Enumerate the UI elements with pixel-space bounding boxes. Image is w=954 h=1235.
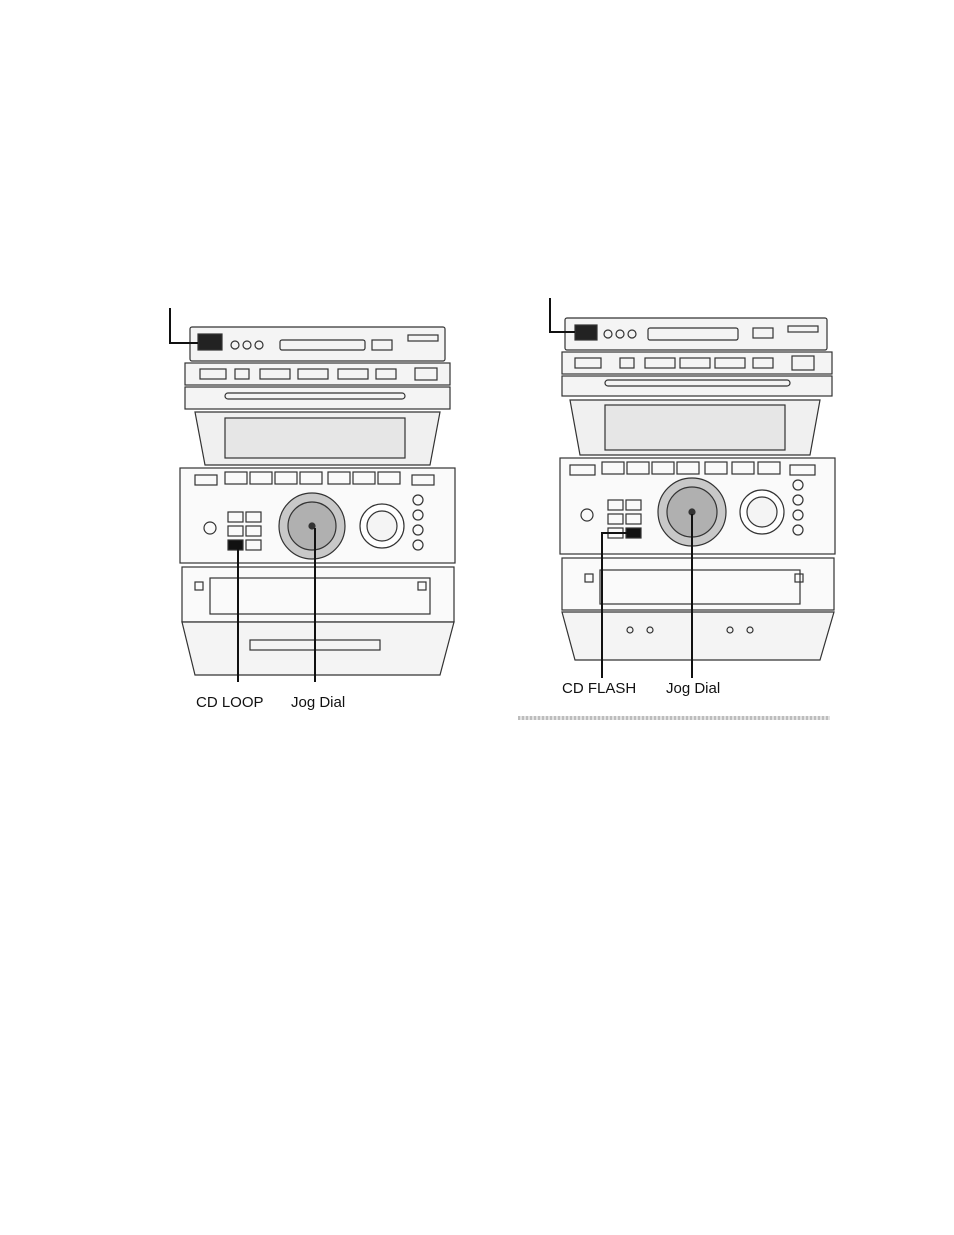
stereo-unit-left-drawing: [150, 290, 460, 720]
jog-dial-label-left: Jog Dial: [291, 694, 345, 711]
cd-flash-label: CD FLASH: [562, 680, 636, 697]
deck-top-left: [190, 327, 445, 361]
stereo-figure-left: CD LOOP Jog Dial: [150, 290, 460, 720]
display-panel-left: [225, 418, 405, 458]
power-button-left: [198, 334, 222, 350]
cd-loop-label: CD LOOP: [196, 694, 264, 711]
jog-dial-label-right: Jog Dial: [666, 680, 720, 697]
power-button-right: [575, 325, 597, 340]
divider-rule: [518, 716, 830, 720]
stereo-unit-right-drawing: [520, 290, 840, 720]
deck-row2-left: [185, 363, 450, 385]
cd-loop-button: [228, 540, 243, 550]
stereo-figure-right: CD FLASH Jog Dial: [520, 290, 840, 720]
